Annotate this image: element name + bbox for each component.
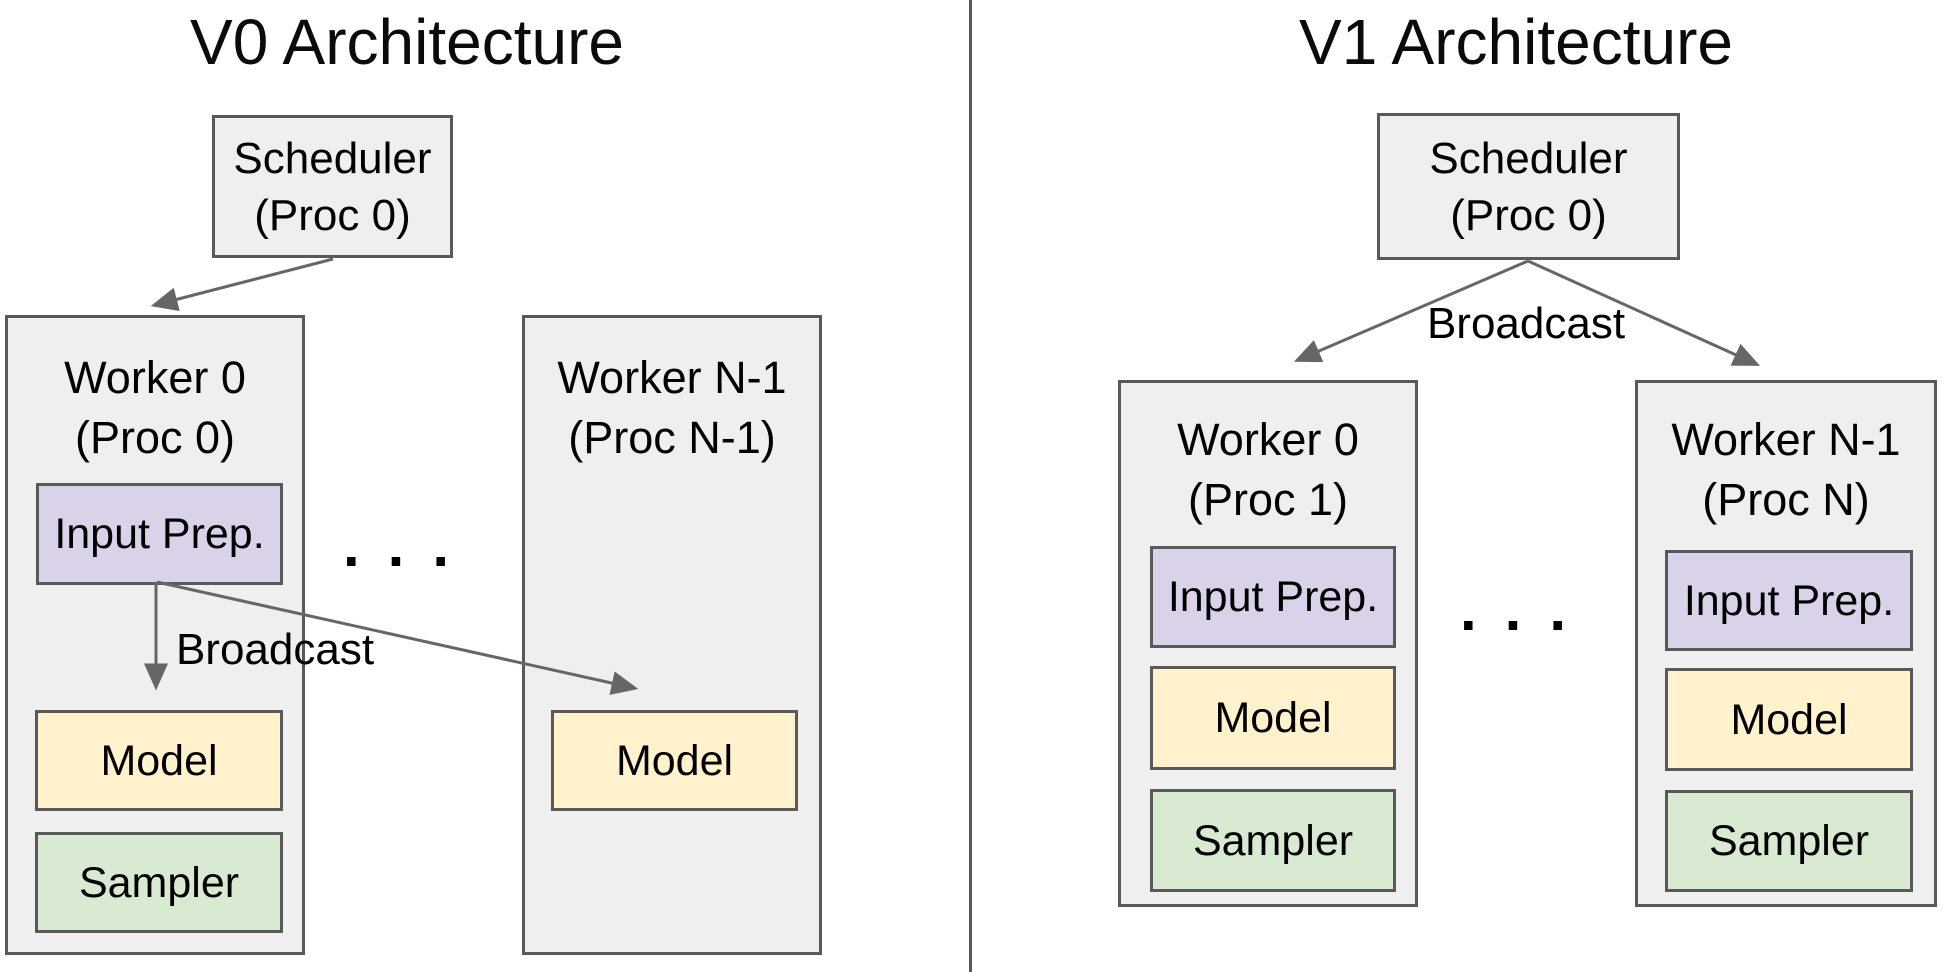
v1-workerN-box: Worker N-1 (Proc N) Input Prep. Model Sa… <box>1635 380 1937 907</box>
v0-worker0-input-prep-box: Input Prep. <box>36 483 283 585</box>
v0-worker0-model-box: Model <box>35 710 283 811</box>
v1-scheduler-box: Scheduler (Proc 0) <box>1377 113 1680 260</box>
v0-workerN-box: Worker N-1 (Proc N-1) Model <box>522 315 822 955</box>
v0-worker0-label: Worker 0 (Proc 0) <box>8 348 302 468</box>
v1-workerN-input-prep-box: Input Prep. <box>1665 550 1913 651</box>
v1-worker0-sampler-box: Sampler <box>1150 789 1396 892</box>
v1-workerN-label: Worker N-1 (Proc N) <box>1638 410 1934 530</box>
v1-workerN-sampler-box: Sampler <box>1665 790 1913 892</box>
v0-panel-title: V0 Architecture <box>190 6 624 78</box>
v0-workerN-proc: (Proc N-1) <box>568 412 776 463</box>
v1-worker0-model-box: Model <box>1150 666 1396 770</box>
v0-worker0-name: Worker 0 <box>64 352 246 403</box>
v0-workerN-model-box: Model <box>551 710 798 811</box>
v0-workerN-label: Worker N-1 (Proc N-1) <box>525 348 819 468</box>
arrow-v0-scheduler-to-worker0 <box>150 257 334 311</box>
v1-worker0-box: Worker 0 (Proc 1) Input Prep. Model Samp… <box>1118 380 1418 907</box>
v1-workerN-model-box: Model <box>1665 668 1913 771</box>
v0-scheduler-name: Scheduler <box>233 133 432 183</box>
panel-divider-line <box>969 0 972 972</box>
v1-scheduler-proc: (Proc 0) <box>1450 190 1607 240</box>
v0-scheduler-box: Scheduler (Proc 0) <box>212 115 453 258</box>
v1-ellipsis-dots: ... <box>1459 576 1594 643</box>
v0-worker0-proc: (Proc 0) <box>74 412 236 463</box>
v0-ellipsis-dots: ... <box>342 512 477 579</box>
v0-scheduler-proc: (Proc 0) <box>254 190 411 240</box>
v0-broadcast-label: Broadcast <box>175 625 375 674</box>
v1-broadcast-label: Broadcast <box>1426 299 1626 348</box>
v0-worker0-sampler-box: Sampler <box>35 832 283 933</box>
v1-worker0-name: Worker 0 <box>1177 414 1359 465</box>
v1-scheduler-name: Scheduler <box>1429 133 1628 183</box>
v1-worker0-input-prep-box: Input Prep. <box>1150 546 1396 648</box>
v1-workerN-name: Worker N-1 <box>1671 414 1901 465</box>
v1-panel-title: V1 Architecture <box>1299 6 1733 78</box>
v0-workerN-name: Worker N-1 <box>557 352 787 403</box>
v1-worker0-proc: (Proc 1) <box>1187 474 1349 525</box>
v1-workerN-proc: (Proc N) <box>1702 474 1870 525</box>
v1-worker0-label: Worker 0 (Proc 1) <box>1121 410 1415 530</box>
